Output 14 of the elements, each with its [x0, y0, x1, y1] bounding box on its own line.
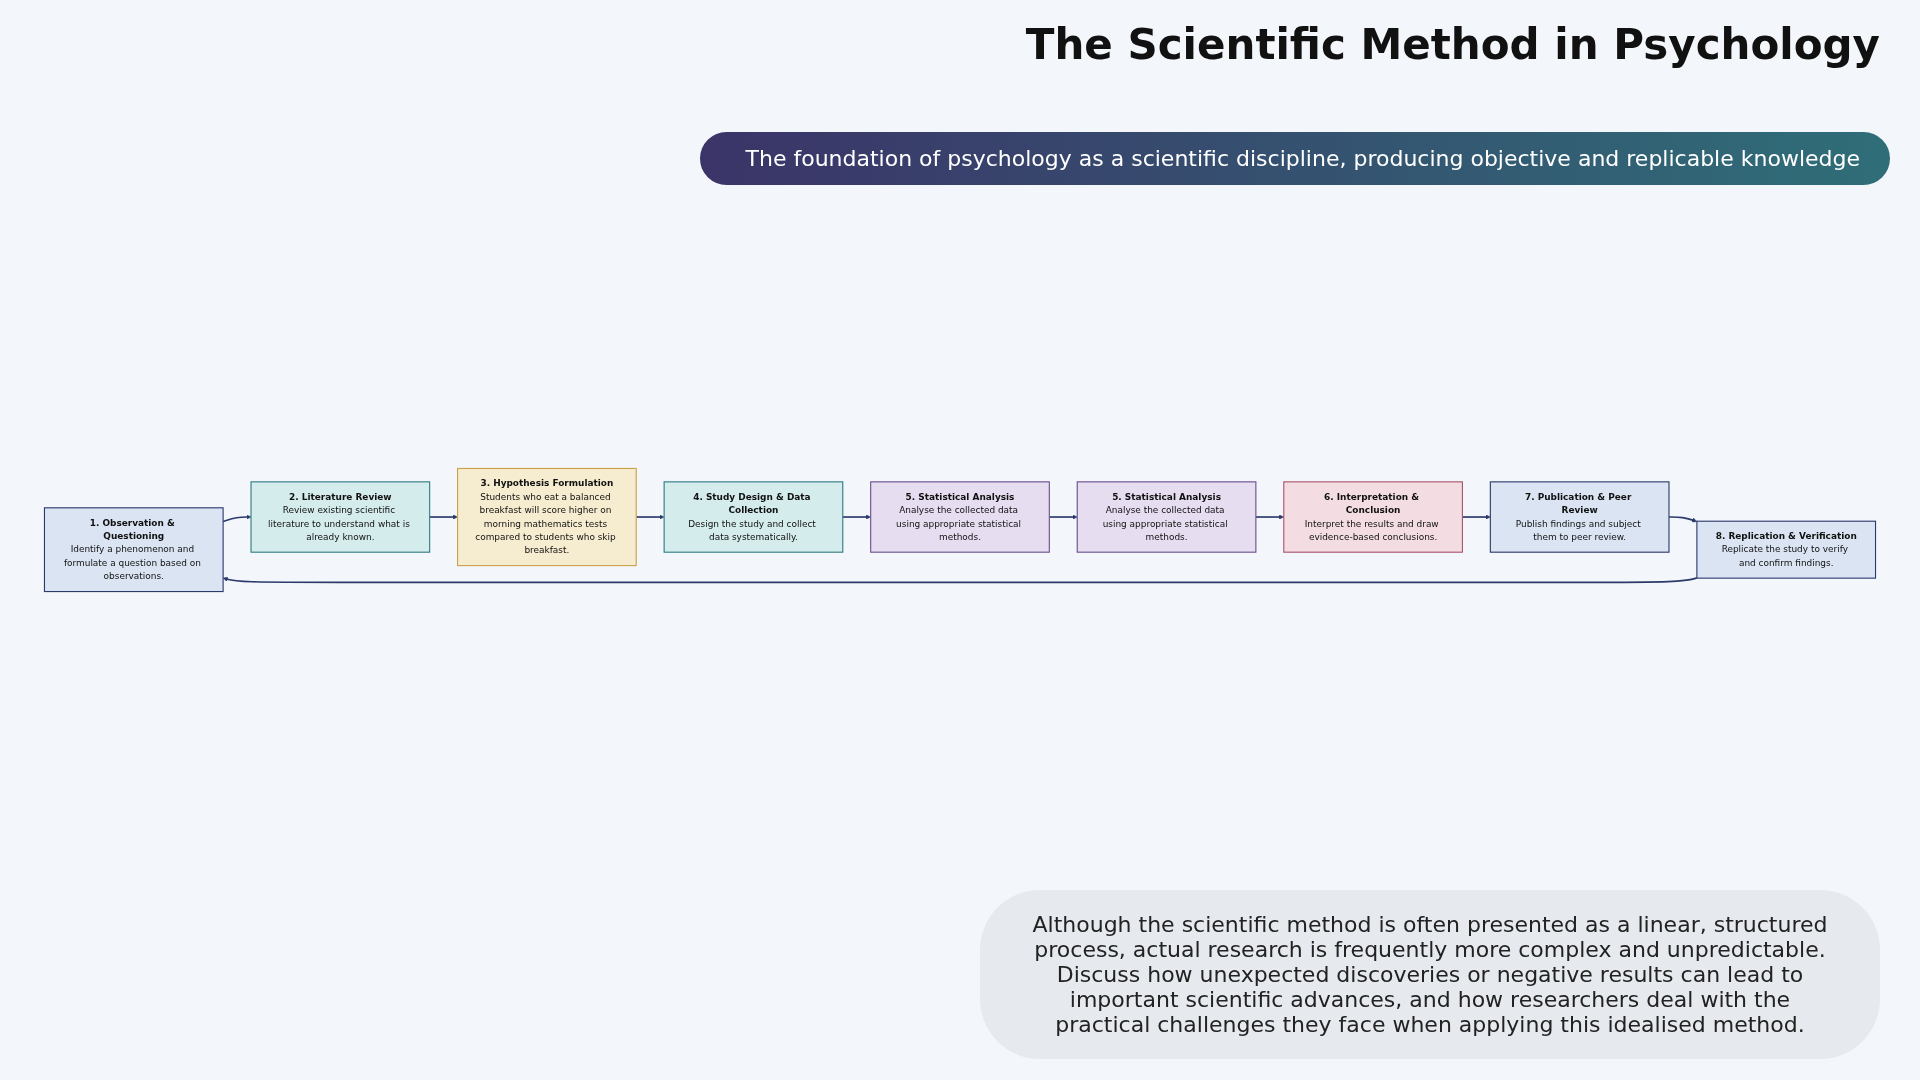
node-box: 1. Observation & Questioning Identify a phenomenon and formulate a question based on observations.	[43, 507, 224, 593]
node-box: 2. Literature Review Review existing scientific literature to understand what is already known.	[250, 481, 431, 553]
title: The Scientific Method in Psychology	[1024, 20, 1880, 69]
node-box: 5. Statistical Analysis Analyse the collected data using appropriate statistical methods.	[870, 481, 1050, 553]
node-box: 6. Interpretation & Conclusion Interpret the results and draw evidence-based conclusions.	[1283, 481, 1463, 553]
subtitle-banner: The foundation of psychology as a scientific discipline, producing objective and replicable knowledge	[700, 132, 1890, 185]
arrow	[1255, 514, 1284, 520]
node-box: 5. Statistical Analysis Analyse the collected data using appropriate statistical methods.	[1076, 481, 1257, 553]
discussion-note: Although the scientific method is often presented as a linear, structured process, actual research is frequently more complex and unpredictable. Discuss how unexpected discoveries or negative results can lead to important scientific advances, and how researchers deal with the practical challenges they face when applying this idealised method.	[980, 890, 1880, 1059]
node-box: 8. Replication & Verification Replicate the study to verify and confirm findings.	[1696, 520, 1877, 579]
arrow	[1668, 516, 1698, 523]
node-box: 7. Publication & Peer Review Publish findings and subject them to peer review.	[1489, 481, 1670, 553]
node-box: 4. Study Design & Data Collection Design the study and collect data systematically.	[663, 481, 844, 553]
node-box: 3. Hypothesis Formulation Students who eat a balanced breakfast will score higher on morning mathematics tests compared to students who skip breakfast.	[457, 467, 637, 567]
